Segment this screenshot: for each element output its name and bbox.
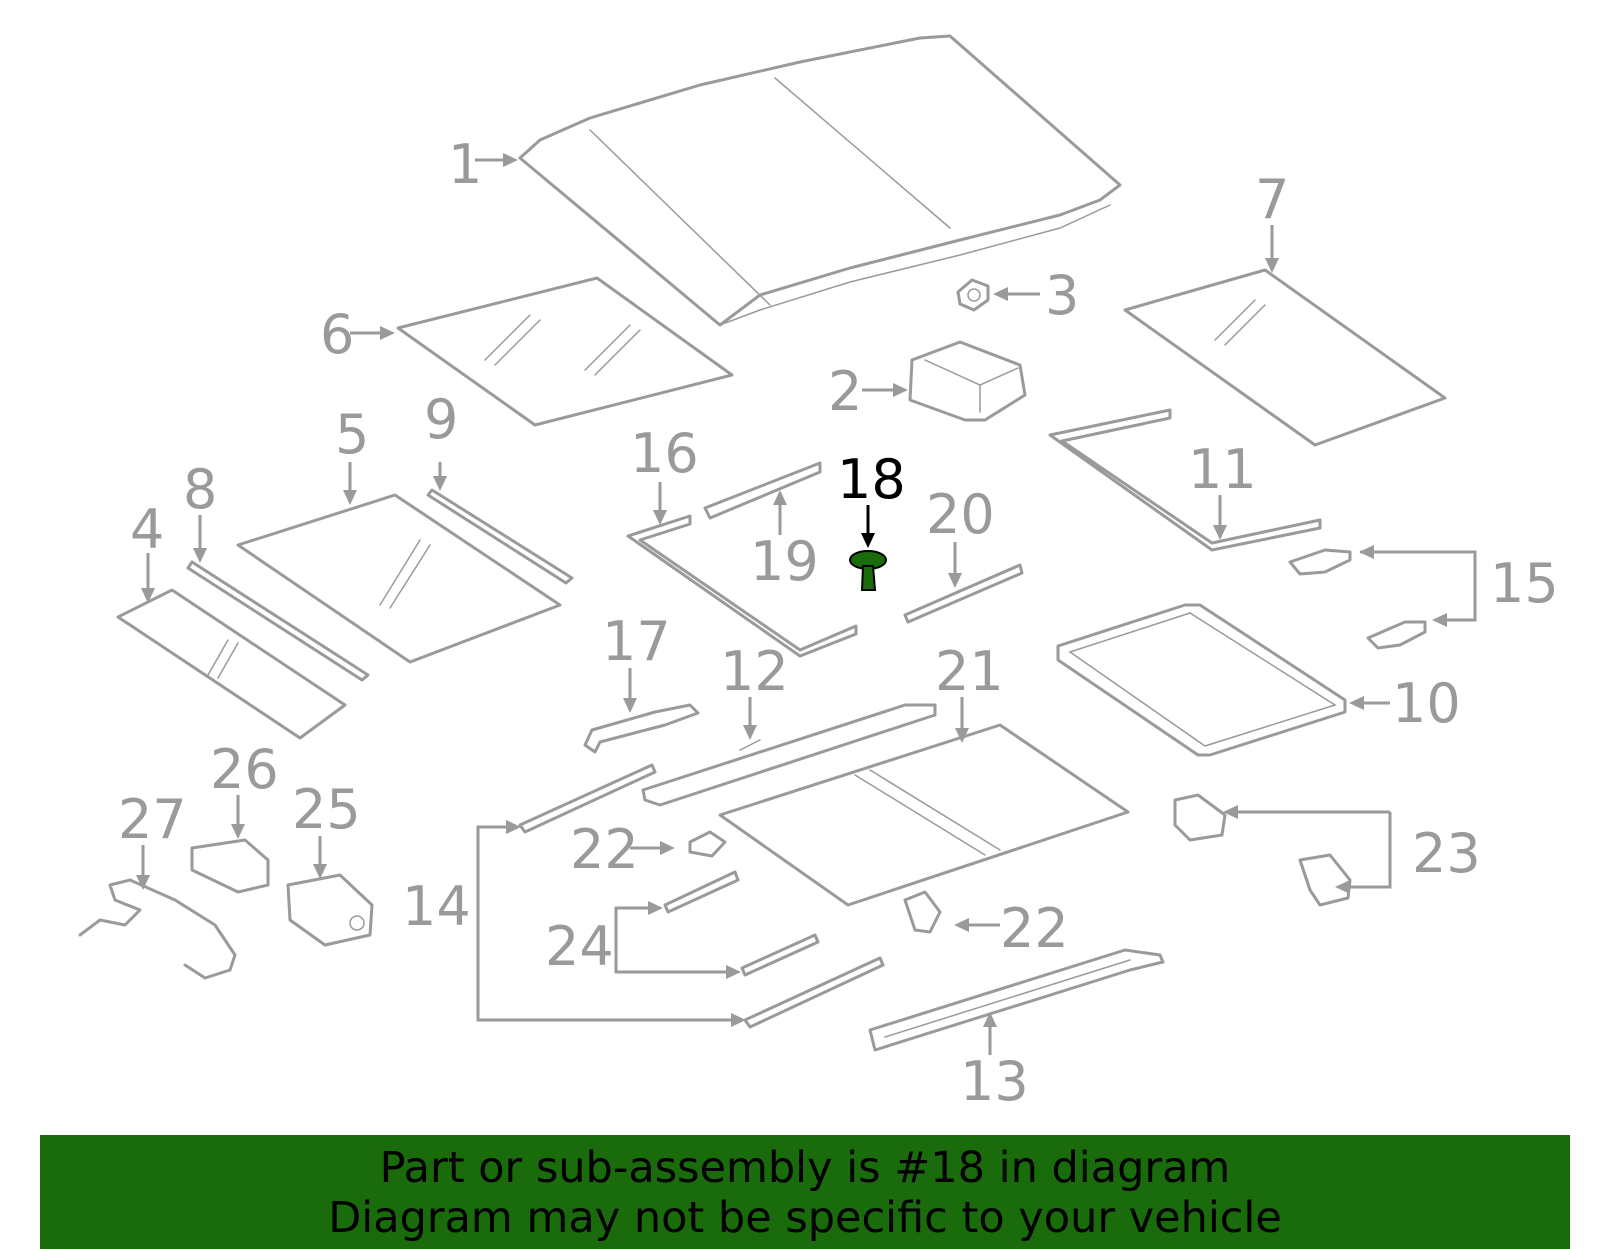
part-27-harness [78,878,237,980]
callout-16: 16 [630,422,699,485]
callout-5: 5 [335,403,369,466]
part-22-clip-upper [688,830,727,858]
part-6-front-glass [396,276,734,427]
callout-18-active: 18 [837,448,906,511]
callout-7: 7 [1255,168,1289,231]
callout-12: 12 [720,640,789,703]
part-16-frame [626,514,858,658]
callout-24: 24 [545,915,614,978]
callout-1: 1 [448,133,482,196]
part-3-nut [956,278,990,312]
callout-17: 17 [602,610,671,673]
part-4-rear-glass [116,588,347,740]
part-13-rail [868,948,1165,1052]
callout-20: 20 [926,483,995,546]
part-11-frame [1048,408,1322,552]
part-19-rail [703,461,822,520]
callout-21: 21 [935,640,1004,703]
callout-8: 8 [183,458,217,521]
part-7-rear-glass [1123,268,1447,447]
callout-11: 11 [1188,438,1257,501]
banner-line-2: Diagram may not be specific to your vehi… [328,1193,1282,1243]
callout-19: 19 [750,530,819,593]
callout-2: 2 [828,360,862,423]
part-17-link [583,703,700,754]
callout-labels: 1 2 3 4 5 6 7 8 9 10 11 12 13 14 15 16 1… [118,133,1559,1113]
part-24-strip-upper [663,870,740,914]
part-24-strip-lower [740,933,820,977]
callout-22-lower: 22 [1000,897,1069,960]
part-8-weatherstrip [186,560,370,682]
part-14-rail-upper [518,763,657,834]
part-26-module [190,838,270,894]
callout-6: 6 [320,303,354,366]
part-14-rail-lower [743,956,885,1029]
callout-26: 26 [210,738,279,801]
part-15-brackets [1288,548,1427,650]
callout-14: 14 [402,875,471,938]
callout-3: 3 [1045,264,1079,327]
callout-4: 4 [130,498,164,561]
callout-9: 9 [424,388,458,451]
callout-15: 15 [1490,552,1559,615]
part-5-sunroof-glass [236,493,562,664]
part-25-motor [286,873,374,947]
part-1-roof-panel [518,34,1122,327]
callout-10: 10 [1392,672,1461,735]
part-12-rail [641,703,937,807]
part-9-weatherstrip [426,488,574,585]
callout-25: 25 [292,778,361,841]
banner-line-1: Part or sub-assembly is #18 in diagram [379,1143,1231,1193]
part-18-clip-highlighted[interactable] [849,550,887,591]
part-10-seal [1056,603,1347,757]
callout-27: 27 [118,788,187,851]
leader-lines [136,153,1477,1055]
part-22-clip-lower [903,890,942,934]
info-banner: Part or sub-assembly is #18 in diagram D… [40,1135,1570,1249]
callout-13: 13 [960,1050,1029,1113]
part-2-bracket [908,340,1027,422]
part-23-bracket-lower [1298,853,1352,907]
part-21-shade [718,723,1130,907]
callout-23: 23 [1412,822,1481,885]
callout-22-upper: 22 [570,818,639,881]
part-23-bracket-upper [1173,793,1227,842]
part-20-rail [903,563,1024,624]
